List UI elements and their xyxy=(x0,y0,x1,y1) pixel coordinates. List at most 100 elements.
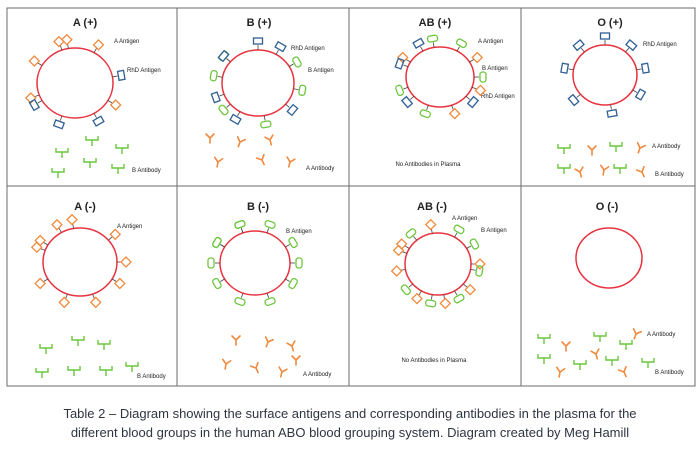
b-antigen-icon xyxy=(234,297,246,307)
rhd-antigen-icon xyxy=(229,113,242,126)
a-antigen-icon xyxy=(34,234,47,247)
red-blood-cell xyxy=(404,232,472,296)
a-antigen-icon xyxy=(396,51,409,64)
rhd-antigen-icon xyxy=(606,108,618,118)
b-antigen-icon xyxy=(426,34,439,43)
b-antigen-icon xyxy=(455,38,468,49)
antigen-stem xyxy=(451,105,454,111)
antigen-label: B Antigen xyxy=(481,228,507,234)
b-antigen-icon xyxy=(400,284,411,296)
antibody-markers xyxy=(51,136,129,178)
rhd-antigen-icon xyxy=(400,95,414,109)
grid-lines xyxy=(6,7,696,387)
antigen-stem xyxy=(632,89,638,93)
rhd-antigen-icon xyxy=(466,95,480,109)
panel-title: A (-) xyxy=(74,201,96,213)
rhd-antigen-icon xyxy=(412,37,425,49)
b-antigen-icon xyxy=(479,71,487,83)
antigen-stem xyxy=(285,103,290,108)
antigen-markers xyxy=(207,219,303,307)
panel-title: B (-) xyxy=(247,201,269,213)
antigen-label: RhD Antigen xyxy=(291,46,325,52)
b-antigen-icon xyxy=(218,104,229,116)
a-antigen-icon xyxy=(120,256,132,268)
b-antibody-icon xyxy=(641,358,655,368)
a-antigen-icon xyxy=(109,228,122,241)
antigen-stem xyxy=(58,228,62,233)
antigen-stem xyxy=(466,245,472,249)
antigen-label: B Antigen xyxy=(482,66,508,72)
a-antibody-icon xyxy=(264,336,274,348)
antigen-stem xyxy=(408,283,413,288)
antibody-label: B Antibody xyxy=(655,172,684,178)
b-antigen-icon xyxy=(212,277,222,290)
antigen-stem xyxy=(409,95,415,100)
a-antigen-icon xyxy=(424,218,437,231)
antigen-stem xyxy=(288,63,294,67)
a-antigen-icon xyxy=(30,241,43,254)
b-antigen-icon xyxy=(453,293,465,304)
antigen-stem xyxy=(43,242,49,246)
a-antibody-icon xyxy=(561,341,571,352)
a-antibody-icon xyxy=(291,355,301,366)
a-antigen-icon xyxy=(109,99,122,111)
b-antibody-icon xyxy=(111,164,125,174)
antigen-stem xyxy=(432,42,435,48)
antigen-stem xyxy=(40,248,46,251)
a-antigen-icon xyxy=(66,213,78,226)
antigen-label: A Antigen xyxy=(114,39,139,45)
a-antibody-icon xyxy=(249,361,259,374)
antigen-stem xyxy=(220,244,225,248)
antigen-stem xyxy=(111,278,117,282)
antigen-label: RhD Antigen xyxy=(481,94,515,100)
a-antibody-icon xyxy=(599,164,610,176)
a-antigen-icon xyxy=(53,35,65,48)
caption-line-1: Table 2 – Diagram showing the surface an… xyxy=(63,406,637,421)
antigen-stem xyxy=(93,113,97,118)
b-antigen-icon xyxy=(209,70,218,82)
antigen-stem xyxy=(431,294,433,300)
antibody-label: A Antibody xyxy=(647,332,675,338)
antigen-stem xyxy=(580,47,585,53)
a-antigen-icon xyxy=(390,265,403,277)
b-antibody-icon xyxy=(97,340,111,350)
antigen-stem xyxy=(275,49,279,55)
a-antigen-icon xyxy=(113,277,126,290)
panel-title: O (-) xyxy=(596,201,619,213)
rhd-antigen-icon xyxy=(92,115,105,127)
antigen-stem xyxy=(112,75,118,78)
panel-b-positive: B (+) RhD Antigen B Antigen A Antibody xyxy=(205,17,334,172)
red-blood-cell xyxy=(221,49,295,117)
antigen-stem xyxy=(418,290,422,296)
a-antigen-icon xyxy=(464,283,477,296)
b-antigen-icon xyxy=(475,265,484,277)
a-antigen-icon xyxy=(471,51,484,64)
antigen-markers xyxy=(30,213,132,309)
b-antigen-icon xyxy=(292,56,302,68)
red-blood-cell xyxy=(42,227,118,297)
antigen-stem xyxy=(65,293,68,299)
antigen-markers xyxy=(560,32,650,118)
antibody-markers xyxy=(221,335,301,378)
red-blood-cell xyxy=(405,46,475,108)
antigen-stem xyxy=(59,115,63,121)
antibody-markers xyxy=(557,142,646,178)
a-antigen-icon xyxy=(89,296,102,309)
antigen-stem xyxy=(470,268,476,271)
rhd-antigen-icon xyxy=(116,69,126,82)
panel-a-positive: A (+) A Antigen RhD Antigen B Antibody xyxy=(24,17,161,178)
antibody-label: B Antibody xyxy=(132,168,161,174)
panel-title: AB (+) xyxy=(419,17,452,29)
a-antigen-icon xyxy=(34,277,47,290)
caption-line-2: different blood groups in the human ABO … xyxy=(70,425,630,440)
a-antibody-icon xyxy=(231,335,241,346)
rhd-antigen-icon xyxy=(640,62,650,74)
a-antigen-icon xyxy=(51,218,63,231)
b-antigen-icon xyxy=(469,238,480,250)
b-antigen-icon xyxy=(288,277,298,290)
panel-ab-negative: AB (-) A Antigen B Antigen No Antibodies… xyxy=(390,201,507,364)
rhd-antigen-icon xyxy=(625,39,638,52)
rhd-antigen-icon xyxy=(286,103,299,117)
red-blood-cell xyxy=(572,44,638,106)
